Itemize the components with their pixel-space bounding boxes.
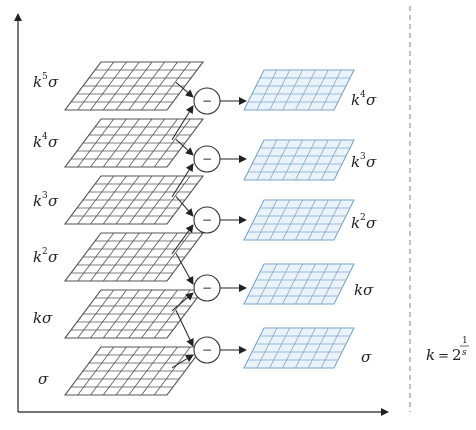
left-grid-2 — [63, 175, 205, 225]
formula-eq: = — [438, 349, 449, 364]
svg-text:3: 3 — [42, 191, 48, 201]
svg-text:k: k — [33, 73, 42, 91]
svg-text:σ: σ — [363, 281, 374, 299]
svg-text:σ: σ — [38, 370, 49, 388]
operator-minus-2: − — [202, 213, 212, 227]
formula-den: s — [462, 348, 467, 358]
right-label-4: σ — [361, 348, 372, 366]
input-arrow-lower-0 — [171, 105, 194, 141]
input-arrow-upper-0 — [175, 82, 194, 98]
svg-text:σ: σ — [48, 133, 59, 151]
svg-text:k: k — [351, 214, 360, 232]
right-grid-1 — [243, 139, 355, 181]
svg-text:σ: σ — [366, 153, 377, 171]
svg-text:2: 2 — [360, 213, 366, 223]
svg-text:k: k — [351, 153, 360, 171]
input-arrow-upper-2 — [175, 196, 194, 217]
svg-text:σ: σ — [361, 348, 372, 366]
svg-text:k: k — [354, 281, 363, 299]
svg-text:k: k — [33, 309, 42, 327]
left-label-5: σ — [38, 370, 49, 388]
right-grid-2 — [243, 199, 355, 241]
formula-base: 2 — [452, 346, 462, 364]
input-arrow-lower-1 — [171, 163, 194, 198]
input-arrow-lower-4 — [171, 354, 194, 369]
svg-text:4: 4 — [360, 90, 366, 100]
input-arrow-upper-4 — [175, 310, 194, 347]
left-gaussian-stack — [63, 61, 205, 396]
operator-minus-4: − — [202, 343, 212, 357]
svg-text:k: k — [351, 91, 360, 109]
input-arrow-lower-2 — [171, 224, 194, 255]
right-dog-stack — [243, 69, 355, 369]
svg-text:2: 2 — [42, 247, 48, 257]
svg-text:σ: σ — [48, 192, 59, 210]
svg-text:3: 3 — [360, 152, 366, 162]
right-grid-0 — [243, 69, 355, 111]
left-grid-0 — [63, 61, 205, 111]
svg-text:5: 5 — [42, 72, 48, 82]
svg-text:σ: σ — [48, 73, 59, 91]
input-arrow-upper-1 — [175, 139, 194, 156]
right-grid-3 — [243, 263, 355, 305]
operator-minus-3: − — [202, 281, 212, 295]
right-grid-4 — [243, 327, 355, 369]
svg-text:σ: σ — [48, 248, 59, 266]
svg-text:k: k — [33, 133, 42, 151]
input-arrow-upper-3 — [175, 253, 194, 285]
scale-factor-formula: k = 2 1 s — [426, 336, 469, 364]
left-grid-3 — [63, 232, 205, 282]
operator-minus-1: − — [202, 152, 212, 166]
svg-text:k: k — [33, 192, 42, 210]
connection-arrows — [171, 82, 247, 369]
left-grid-1 — [63, 118, 205, 168]
svg-text:4: 4 — [42, 132, 48, 142]
svg-text:σ: σ — [366, 214, 377, 232]
svg-text:σ: σ — [42, 309, 53, 327]
left-grid-5 — [63, 346, 205, 396]
operator-minus-0: − — [202, 94, 212, 108]
svg-text:σ: σ — [366, 91, 377, 109]
left-grid-4 — [63, 289, 205, 339]
input-arrow-lower-3 — [171, 292, 194, 312]
formula-lhs: k — [426, 346, 435, 364]
svg-text:k: k — [33, 248, 42, 266]
formula-num: 1 — [462, 336, 468, 346]
difference-operators: − − − − − — [193, 87, 221, 364]
